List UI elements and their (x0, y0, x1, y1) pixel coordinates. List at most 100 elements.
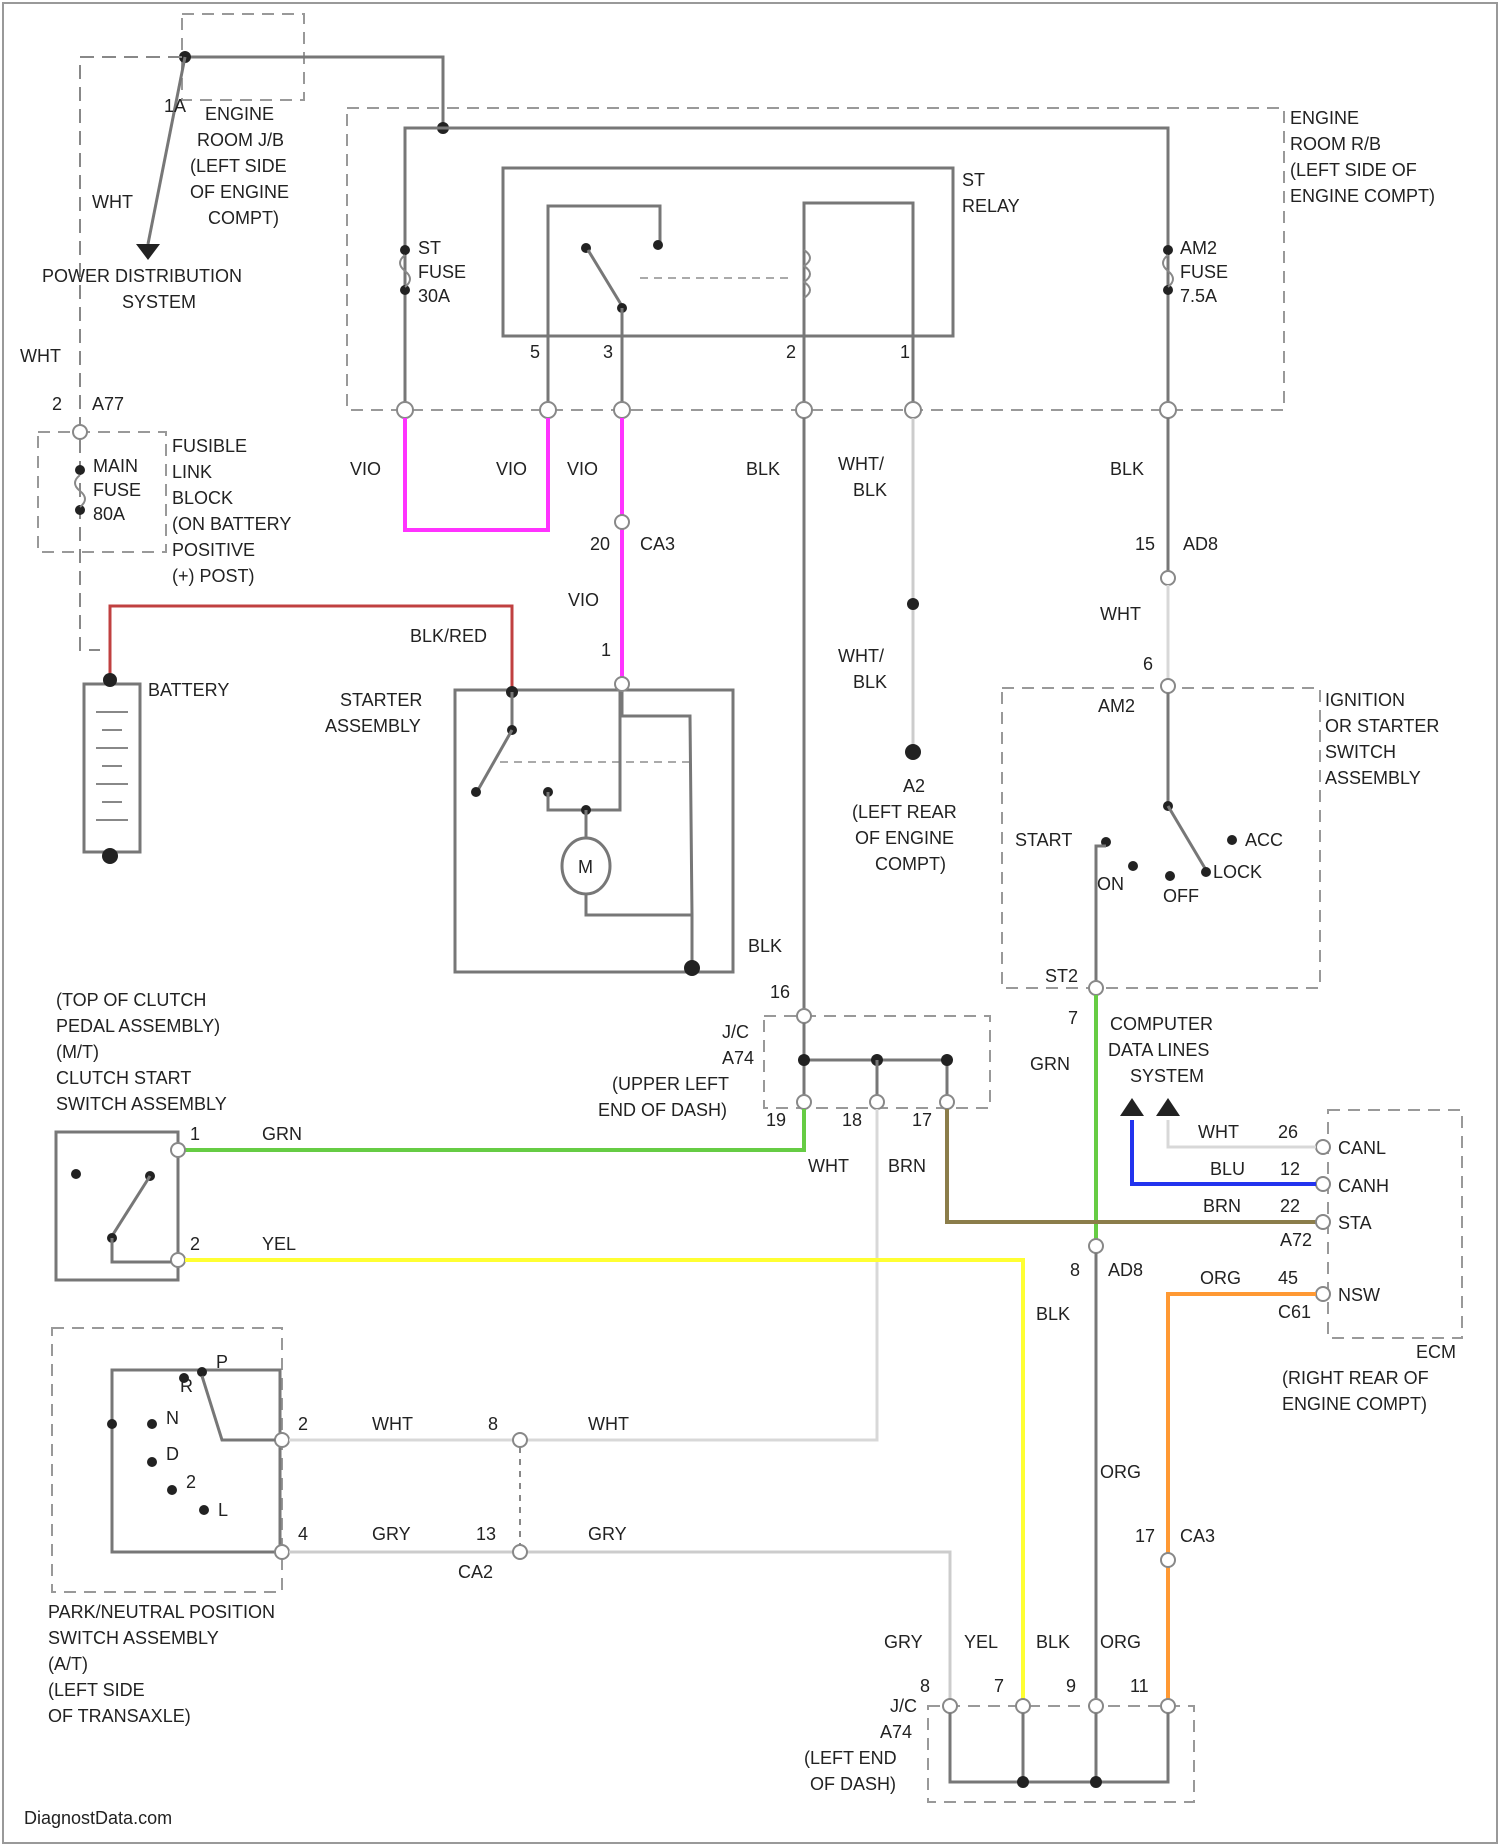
connector-terminal (171, 1143, 185, 1157)
label-fusible-link: LINK (172, 462, 212, 482)
contact-dot (1165, 871, 1175, 881)
connector-terminal (1161, 1553, 1175, 1567)
pin-label: 12 (1280, 1159, 1300, 1179)
connector-terminal (540, 402, 556, 418)
label-jb-line: ENGINE (205, 104, 274, 124)
wire-label: BLK (1036, 1304, 1070, 1324)
label-ign-lock: LOCK (1213, 862, 1262, 882)
pin-label: 20 (590, 534, 610, 554)
pin-label: 26 (1278, 1122, 1298, 1142)
relay-coil-wire (804, 203, 913, 336)
label-main-fuse: FUSE (93, 480, 141, 500)
wire-label: VIO (567, 459, 598, 479)
connector-terminal (1316, 1215, 1330, 1229)
pin-label: 1 (601, 640, 611, 660)
label-ignition-switch: OR STARTER (1325, 716, 1439, 736)
connector-label: CA3 (1180, 1526, 1215, 1546)
label-jb-line: ROOM J/B (197, 130, 284, 150)
clutch-switch-box (56, 1132, 178, 1280)
wire-label: WHT (92, 192, 133, 212)
connector-terminal (796, 402, 812, 418)
label-ecm-canl: CANL (1338, 1138, 1386, 1158)
label-ign-on: ON (1097, 874, 1124, 894)
label-pnp-l: L (218, 1500, 228, 1520)
label-jc-lower: (LEFT END (804, 1748, 897, 1768)
pin-label: 16 (770, 982, 790, 1002)
ign-start-wire (1096, 846, 1106, 988)
contact-dot (199, 1505, 209, 1515)
wire-label: BLK/RED (410, 626, 487, 646)
contact-dot (1128, 861, 1138, 871)
wire-label: BRN (888, 1156, 926, 1176)
label-st-fuse: ST (418, 238, 441, 258)
wire-label: GRY (884, 1632, 923, 1652)
junction-dot (1090, 1776, 1102, 1788)
label-motor: M (578, 857, 593, 877)
label-ignition-switch: SWITCH (1325, 742, 1396, 762)
connector-terminal (797, 1095, 811, 1109)
pin-label: 2 (786, 342, 796, 362)
label-clutch: (TOP OF CLUTCH (56, 990, 206, 1010)
contact-dot (71, 1169, 81, 1179)
label-jb-line: OF ENGINE (190, 182, 289, 202)
connector-label: AD8 (1108, 1260, 1143, 1280)
pin-label: 11 (1130, 1676, 1149, 1696)
pin-label: 17 (912, 1110, 932, 1130)
connector-terminal (73, 425, 87, 439)
label-power-dist: SYSTEM (122, 292, 196, 312)
wire-label: BLK (1036, 1632, 1070, 1652)
connector-terminal (1089, 1239, 1103, 1253)
arrow-down-icon (136, 244, 160, 260)
label-jc-upper: A74 (722, 1048, 754, 1068)
label-power-dist: POWER DISTRIBUTION (42, 266, 242, 286)
connector-terminal (513, 1545, 527, 1559)
connector-terminal (171, 1253, 185, 1267)
fuse-terminal (1163, 245, 1173, 255)
pnp-switch-inner (112, 1370, 280, 1552)
label-pnp-p: P (216, 1352, 228, 1372)
label-jc-lower: A74 (880, 1722, 912, 1742)
wire-label: BLU (1210, 1159, 1245, 1179)
contact-dot (197, 1367, 207, 1377)
pin-label: 1 (900, 342, 910, 362)
label-st-fuse: 30A (418, 286, 450, 306)
connector-terminal (397, 402, 413, 418)
label-am2-fuse: FUSE (1180, 262, 1228, 282)
wire-label: WHT (20, 346, 61, 366)
pin-label: 8 (488, 1414, 498, 1434)
pin-label: 45 (1278, 1268, 1298, 1288)
wire-rb-bus (405, 128, 1168, 410)
label-fusible-link: (ON BATTERY (172, 514, 291, 534)
connector-terminal (1089, 1699, 1103, 1713)
wire-label: GRY (588, 1524, 627, 1544)
pin-label: 15 (1135, 534, 1155, 554)
label-pnp-n: N (166, 1408, 179, 1428)
pin-label: 18 (842, 1110, 862, 1130)
wire-label: ORG (1200, 1268, 1241, 1288)
relay-switch-arm (588, 250, 622, 306)
label-clutch: SWITCH ASSEMBLY (56, 1094, 227, 1114)
connector-terminal (1316, 1140, 1330, 1154)
battery-icon (84, 684, 140, 852)
connector-terminal (1316, 1177, 1330, 1191)
label-jb-line: (LEFT SIDE (190, 156, 287, 176)
connector-terminal (940, 1095, 954, 1109)
wire-label: WHT (1100, 604, 1141, 624)
label-rb-line: ENGINE (1290, 108, 1359, 128)
starter-ground-wire (586, 894, 692, 968)
label-am2-fuse: 7.5A (1180, 286, 1217, 306)
connector-terminal (513, 1433, 527, 1447)
ground-icon (684, 960, 700, 976)
label-ign-am2: AM2 (1098, 696, 1135, 716)
pin-label: 22 (1280, 1196, 1300, 1216)
label-ignition-switch: ASSEMBLY (1325, 768, 1421, 788)
connector-terminal (1316, 1287, 1330, 1301)
wire-label: VIO (568, 590, 599, 610)
connector-label: CA2 (458, 1562, 493, 1582)
label-jc-upper: J/C (722, 1022, 749, 1042)
contact-dot (1201, 867, 1211, 877)
ign-switch-arm (1168, 806, 1206, 870)
pin-label: 9 (1066, 1676, 1076, 1696)
jc-a74-lower-box (928, 1706, 1194, 1802)
